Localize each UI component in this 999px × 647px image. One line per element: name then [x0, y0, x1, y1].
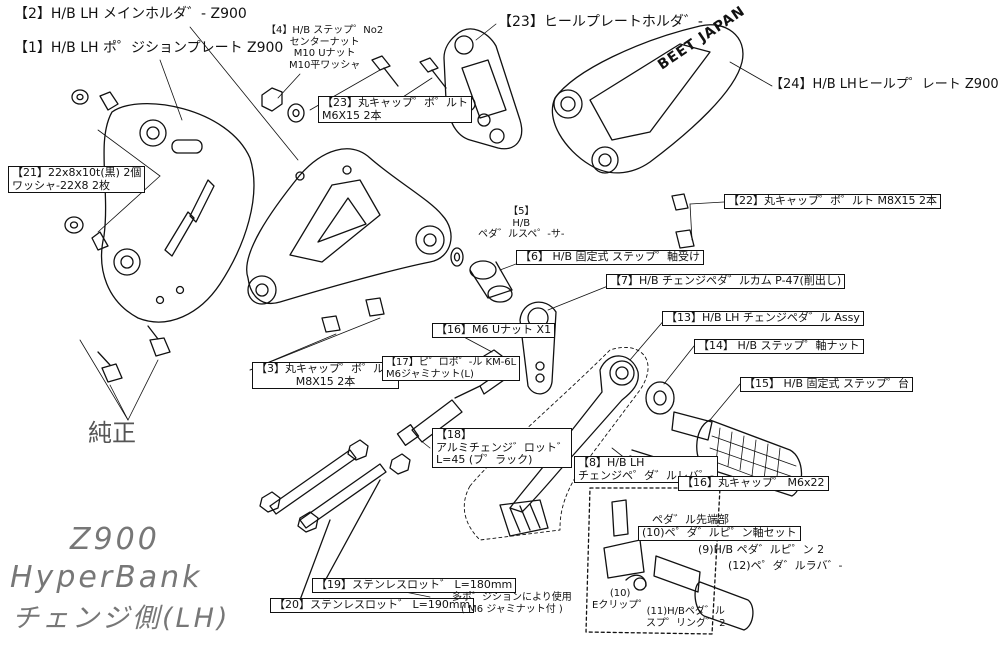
- pedal-lever-part: [499, 355, 639, 537]
- title-product: HyperBank: [10, 560, 203, 595]
- callout-16-nut: 【16】M6 Uナット X1: [432, 323, 556, 338]
- callout-pedal-tip: ペダ゛ル先端部: [652, 513, 729, 526]
- callout-10-clip: (10)Eクリップ゜: [592, 588, 649, 611]
- genuine-label: 純正: [88, 419, 136, 447]
- aluminium-rod-part: [396, 399, 463, 446]
- callout-10-shaft: (10)ペ゜ダ゛ルピ゜ン軸セット: [638, 526, 801, 541]
- stainless-rods-part: [259, 439, 411, 601]
- callout-13: 【13】H/B LH チェンジペダ゛ル Assy: [662, 311, 864, 326]
- callout-11: (11)H/Bペダ゛ルスプ゜リング゛ 2: [646, 606, 726, 629]
- heel-plate-holder-part: [443, 28, 523, 150]
- callout-20: 【20】ステンレスロット゛ L=190mm: [270, 598, 475, 613]
- callout-23: 【23】ヒールプレートホルダ゛-: [498, 14, 703, 30]
- pedal-assembly-envelope: [463, 346, 649, 541]
- callout-note: 多ポ゜ジションにより使用( M6 ジャミナット付 ): [452, 592, 572, 615]
- callout-12: (12)ペ゜ダ゛ルラバ゛-: [728, 559, 843, 572]
- pedal-cam-part: [519, 301, 557, 395]
- callout-9: (9)H/B ペダ゛ルピ゜ン 2: [698, 543, 825, 556]
- title-model: Z900: [70, 522, 160, 557]
- main-holder-part: [246, 148, 452, 305]
- pedal-tip-detail: [585, 487, 754, 635]
- parts-diagram: Z900 HyperBank チェンジ側(LH) 純正 BEET JAPAN 【…: [8, 3, 999, 635]
- title-side: チェンジ側(LH): [12, 603, 231, 634]
- callout-19: 【19】ステンレスロット゛ L=180mm: [312, 578, 517, 593]
- callout-24: 【24】H/B LHヒールプ゜レート Z900: [770, 77, 999, 92]
- callout-16-bolt: 【16】丸キャップ゜ M6x22: [678, 476, 829, 491]
- callout-22: 【22】丸キャップ゜ボ゜ルト M8X15 2本: [724, 194, 942, 209]
- callout-15: 【15】 H/B 固定式 ステップ゜台: [740, 377, 914, 392]
- callout-6: 【6】 H/B 固定式 ステップ゜軸受け: [516, 250, 705, 265]
- hardware-parts: [64, 55, 695, 383]
- position-plate-part: [100, 102, 255, 323]
- step-shaft-nut-part: [645, 381, 675, 415]
- callout-2: 【2】H/B LH メインホルダ゛- Z900: [14, 6, 247, 22]
- callout-18: 【18】アルミチェンジ゛ロット゛L=45 (ブ゜ラック): [432, 428, 572, 468]
- callout-1: 【1】H/B LH ポ゜ジションプレート Z900: [14, 40, 284, 56]
- callout-21: 【21】22x8x10t(黒) 2個ワッシャ-22X8 2枚: [8, 166, 146, 194]
- heel-plate-part: [551, 24, 744, 174]
- callout-14: 【14】 H/B ステップ゜軸ナット: [694, 339, 864, 354]
- callout-7: 【7】H/B チェンジペダ゛ルカム P-47(削出し): [606, 274, 846, 289]
